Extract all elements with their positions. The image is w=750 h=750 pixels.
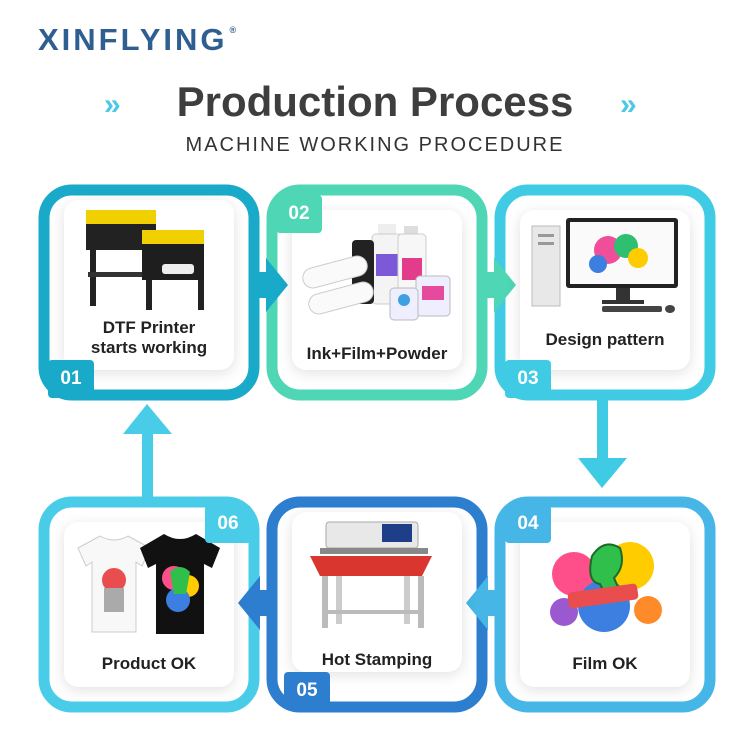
step-card-4: Film OK (520, 522, 690, 687)
dinosaur-print-icon (550, 542, 662, 632)
registered-mark: ® (229, 25, 240, 35)
step-card-1: DTF Printer starts working (64, 200, 234, 370)
computer-icon (531, 218, 678, 313)
tshirts-icon (77, 534, 220, 634)
step-4-label: Film OK (572, 654, 638, 673)
step-card-2: Ink+Film+Powder (292, 210, 462, 370)
page-title: Production Process (176, 78, 574, 125)
step-1-label: DTF Printer starts working (90, 318, 208, 357)
brand-logo: XINFLYING® (38, 22, 239, 58)
ink-film-powder-icon (302, 224, 451, 321)
step-5-label: Hot Stamping (321, 650, 433, 669)
step-6-label: Product OK (101, 654, 197, 673)
step-3-number-badge: 03 (505, 360, 551, 398)
brand-name: XINFLYING (38, 22, 228, 57)
step-card-6: Product OK (64, 522, 234, 687)
dtf-printer-icon (86, 210, 204, 310)
step-5-number-badge: 05 (284, 672, 330, 710)
step-4-number-badge: 04 (505, 505, 551, 543)
step-card-5: Hot Stamping (292, 512, 462, 672)
step-6-number-badge: 06 (205, 505, 251, 543)
step-card-3: Design pattern (520, 210, 690, 370)
heat-press-icon (310, 521, 432, 628)
page-subtitle: MACHINE WORKING PROCEDURE (185, 134, 565, 156)
step-2-number-badge: 02 (276, 195, 322, 233)
step-3-label: Design pattern (545, 330, 665, 349)
step-1-number-badge: 01 (48, 360, 94, 398)
step-2-label: Ink+Film+Powder (306, 344, 448, 363)
